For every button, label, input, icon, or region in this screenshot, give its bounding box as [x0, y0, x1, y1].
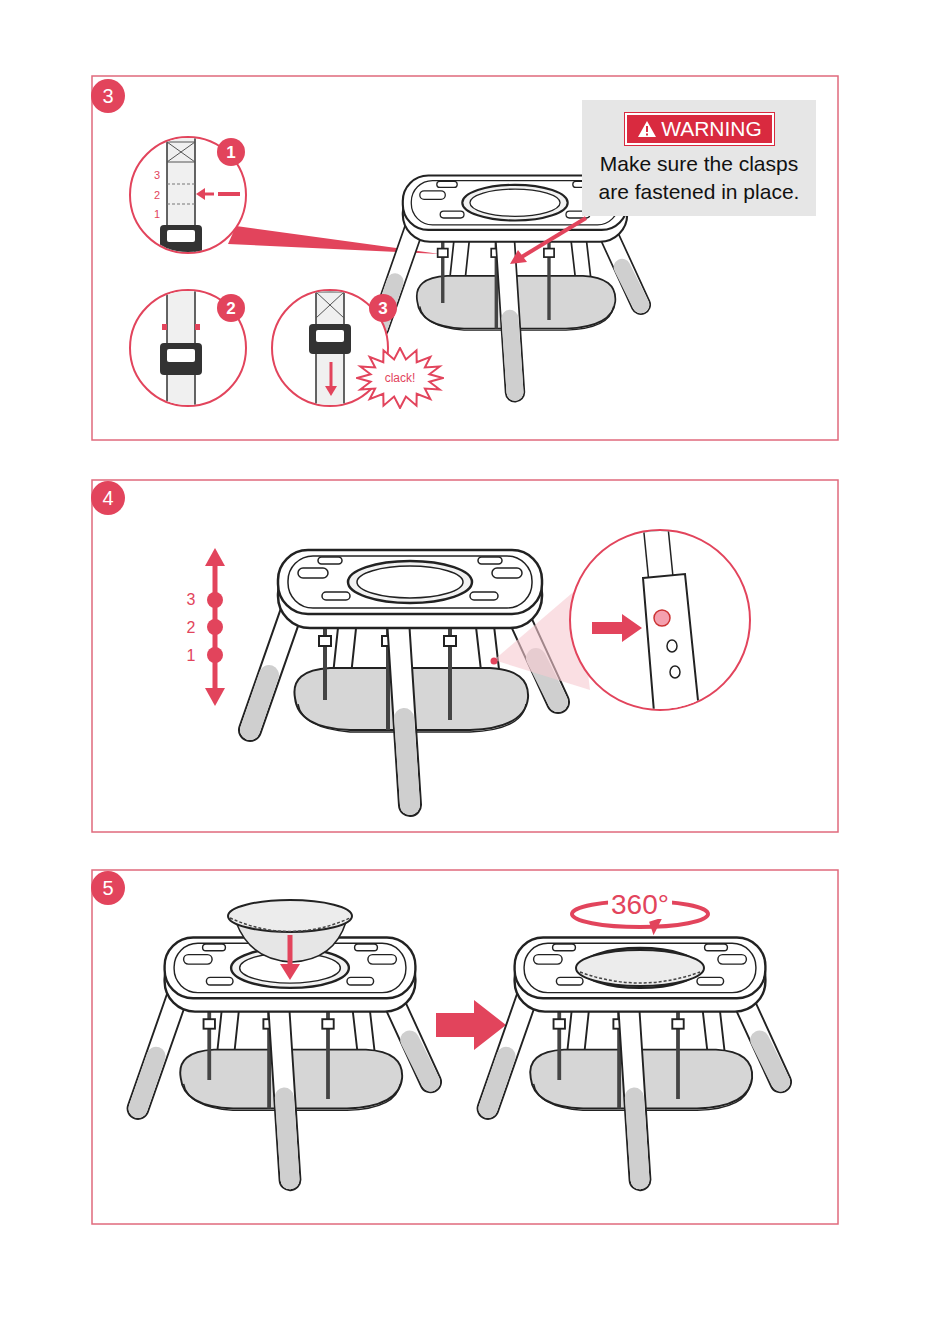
leg-detail [643, 520, 700, 724]
drawing-part [160, 343, 202, 375]
drawing-part [195, 324, 200, 330]
drawing-part [643, 574, 700, 724]
step-number: 5 [91, 871, 125, 905]
strap-detail [160, 130, 202, 260]
arrowhead [196, 188, 205, 200]
arrowhead [510, 250, 527, 264]
drawing-part [230, 918, 350, 932]
warning-badge-text: WARNING [661, 115, 762, 143]
drawing-part [280, 964, 300, 980]
strap-mark: 3 [154, 170, 160, 181]
step-number-text: 3 [102, 86, 113, 106]
drawing-part [316, 292, 344, 318]
drawing-part [288, 935, 293, 966]
drawing-part [325, 386, 337, 396]
callout-number: 2 [217, 294, 245, 322]
chair-figure [488, 938, 781, 1180]
height-dot [207, 647, 223, 663]
drawing-part [167, 142, 195, 162]
drawing-part [167, 285, 195, 415]
drawing-part [160, 225, 202, 255]
chair-figure [250, 550, 558, 805]
drawing-part [330, 362, 333, 388]
drawing-part [167, 130, 195, 260]
warning-panel-text: Make sure the clasps are fastened in pla… [590, 150, 808, 206]
seat-figure [228, 900, 352, 980]
drawing-part [167, 184, 195, 185]
drawing-part [167, 204, 195, 205]
drawing-part [580, 972, 700, 983]
next-arrow [436, 1000, 506, 1050]
panel-frame [92, 480, 838, 832]
sound-burst: clack! [356, 347, 444, 409]
warning-badge: WARNING [625, 113, 774, 145]
height-dot [207, 619, 223, 635]
drawing-part [228, 900, 352, 932]
drawing-part [167, 349, 195, 362]
drawing-part [576, 950, 704, 986]
drawing-part [654, 610, 670, 626]
height-dot [207, 592, 223, 608]
drawing-part [309, 324, 351, 354]
arrowhead [649, 917, 666, 935]
drawing-part [162, 324, 167, 330]
callout-number-text: 3 [378, 300, 387, 317]
height-label: 2 [187, 620, 196, 636]
callout-number: 3 [369, 294, 397, 322]
arrowhead [205, 548, 225, 566]
panel-frame [92, 870, 838, 1224]
callout-number-text: 1 [226, 144, 235, 161]
drawing-part [167, 230, 195, 242]
step-number: 4 [91, 481, 125, 515]
warning-icon [637, 120, 657, 138]
chair-figure [138, 938, 431, 1180]
step-number-text: 5 [102, 878, 113, 898]
burst-shape [357, 348, 443, 408]
step-number: 3 [91, 79, 125, 113]
drawing-part [667, 640, 677, 652]
callout-number-text: 2 [226, 300, 235, 317]
strap-detail [309, 285, 351, 415]
arrowhead [205, 688, 225, 706]
drawing-part [670, 666, 680, 678]
step-number-text: 4 [102, 488, 113, 508]
warning-panel: Make sure the clasps are fastened in pla… [582, 100, 816, 216]
clasp-bar [218, 192, 240, 196]
button-dot [491, 658, 498, 665]
sound-burst-text: clack! [385, 371, 416, 385]
height-label: 3 [187, 592, 196, 608]
strap-detail [160, 285, 202, 415]
rotation-label: 360° [608, 891, 672, 919]
warning-arrow [520, 218, 586, 258]
seat-figure [576, 950, 704, 986]
pointer-arrow [592, 614, 642, 642]
panel-frame [92, 76, 838, 440]
strap-mark: 1 [154, 209, 160, 220]
height-label: 1 [187, 648, 196, 664]
callout-number: 1 [217, 138, 245, 166]
strap-mark: 2 [154, 190, 160, 201]
drawing-part [316, 330, 344, 342]
